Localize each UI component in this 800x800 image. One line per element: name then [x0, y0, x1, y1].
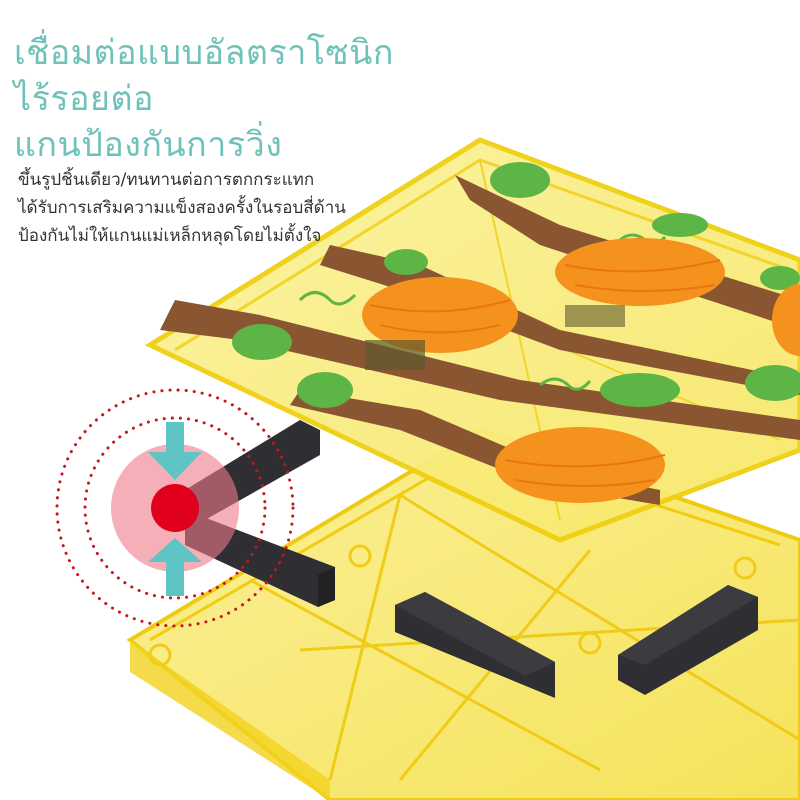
magnet-bar — [395, 592, 555, 698]
headline-line-1: เชื่อมต่อแบบอัลตราโซนิก — [14, 33, 394, 73]
headline-line-2: ไร้รอยต่อ — [14, 79, 154, 119]
feature-item: ได้รับการเสริมความแข็งสองครั้งในรอบสี่ด้… — [18, 198, 346, 218]
headline-line-3: แกนป้องกันการวิ่ง — [14, 125, 283, 165]
feature-item: ป้องกันไม่ให้แกนแม่เหล็กหลุดโดยไม่ตั้งใจ — [18, 226, 322, 246]
pumpkin — [772, 284, 800, 356]
arrow-down-icon — [148, 422, 202, 480]
feature-item: ขึ้นรูปชิ้นเดียว/ทนทานต่อการตกกระแทก — [18, 170, 315, 190]
magnet-lock-highlight — [55, 388, 295, 628]
top-tile — [144, 137, 800, 543]
arrow-up-icon — [148, 538, 202, 596]
pumpkin — [495, 427, 666, 503]
pumpkin — [362, 277, 518, 353]
headline: เชื่อมต่อแบบอัลตราโซนิก ไร้รอยต่อ แกนป้อ… — [14, 30, 394, 168]
pumpkin — [555, 238, 725, 306]
feature-list: ขึ้นรูปชิ้นเดียว/ทนทานต่อการตกกระแทก ได้… — [18, 166, 346, 250]
magnet-bar — [618, 585, 758, 695]
